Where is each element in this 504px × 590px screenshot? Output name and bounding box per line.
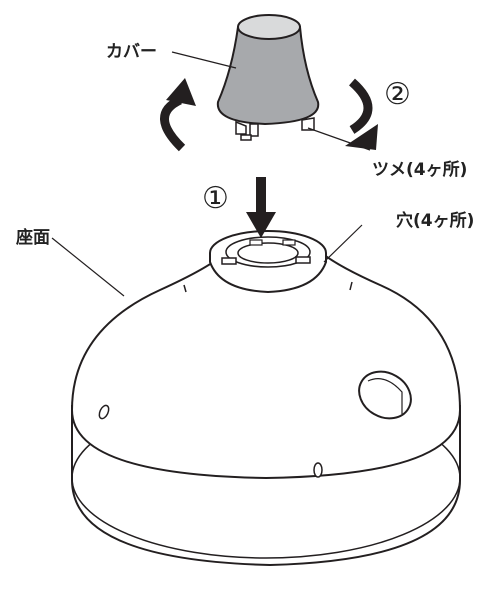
cover-part: [216, 14, 320, 141]
label-hole: 穴(4ヶ所): [396, 211, 475, 231]
collar-slot: [282, 239, 296, 246]
leader-tab: [307, 127, 371, 151]
base-dome: [70, 230, 462, 567]
small-hole-left: [98, 404, 110, 420]
label-tab: ツメ(4ヶ所): [372, 160, 468, 180]
collar-slot: [295, 256, 311, 264]
cover-top-opening: [237, 14, 301, 40]
arrow-down-icon: [246, 212, 276, 238]
small-hole-front: [313, 462, 323, 478]
curved-arrow-icon: [166, 78, 196, 106]
base-collar: [209, 230, 327, 294]
step-1-marker: ①: [202, 181, 229, 216]
leader-lines: [51, 51, 371, 297]
cover-tabs: [235, 117, 315, 141]
side-opening: [358, 370, 412, 420]
label-base: 座面: [16, 228, 50, 248]
collar-slot: [221, 257, 237, 265]
rotate-right-arrow: [345, 78, 378, 150]
leader-cover: [171, 51, 237, 69]
step-2-marker: ②: [384, 77, 411, 112]
label-cover: カバー: [106, 42, 157, 62]
collar-slot: [249, 239, 263, 246]
down-arrow: [246, 177, 276, 238]
leader-hole: [323, 224, 363, 263]
leader-base: [51, 237, 125, 297]
rotate-left-arrow: [160, 78, 196, 152]
